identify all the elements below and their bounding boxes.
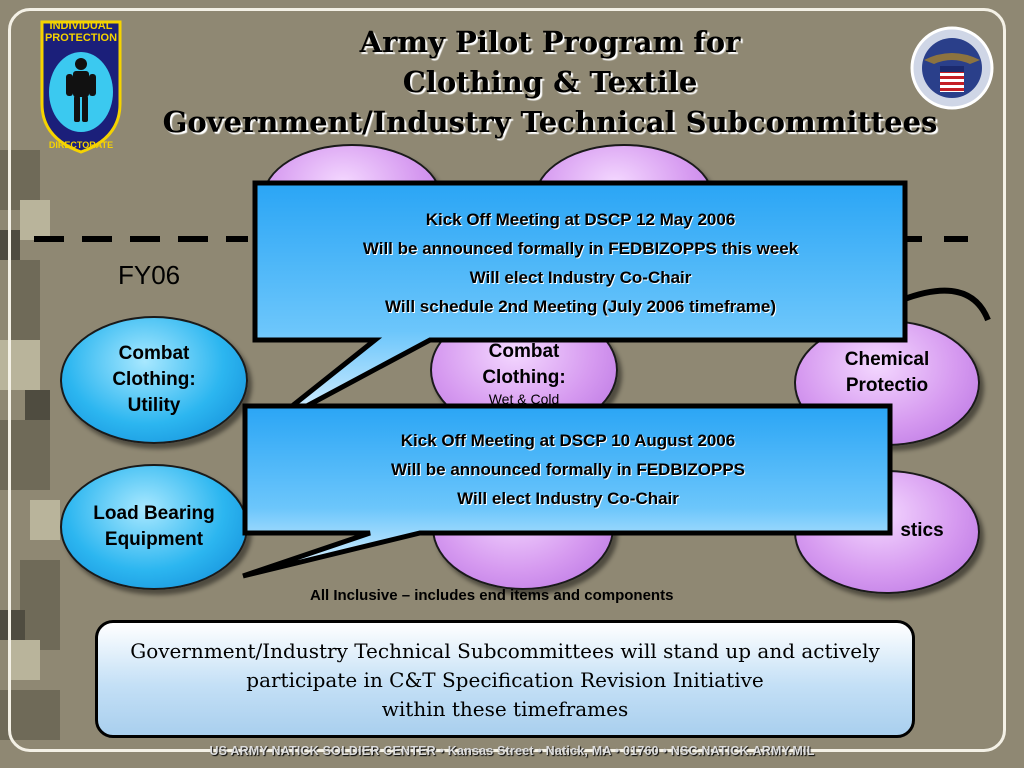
logo-title-text: INDIVIDUAL PROTECTION	[44, 20, 118, 44]
bubble-text: Load Bearing	[93, 503, 215, 524]
bubble-combat-clothing-utility: Combat Clothing: Utility	[60, 316, 248, 444]
timeline-dash	[900, 236, 922, 242]
callout-line: Kick Off Meeting at DSCP 10 August 2006	[400, 431, 736, 450]
callout-line: Will be announced formally in FEDBIZOPPS…	[362, 239, 799, 258]
department-of-defense-eagle-seal-icon	[910, 26, 994, 110]
callout-line: Will be announced formally in FEDBIZOPPS	[390, 460, 746, 479]
bracket-arc	[900, 287, 991, 322]
slide-frame	[8, 8, 1006, 752]
title-line-3: Government/Industry Technical Subcommitt…	[162, 105, 938, 139]
timeline-dash	[34, 236, 64, 242]
bubble-text: Combat	[488, 341, 560, 362]
bubble-text: Chemical	[844, 349, 930, 370]
bubble-load-bearing-equipment: Load Bearing Equipment	[60, 464, 248, 590]
title-line-2: Clothing & Textile	[402, 65, 698, 99]
callout-first-text: Kick Off Meeting at DSCP 12 May 2006 Wil…	[258, 205, 903, 321]
callout-line: Will schedule 2nd Meeting (July 2006 tim…	[385, 297, 776, 316]
summary-line: Government/Industry Technical Subcommitt…	[130, 639, 880, 663]
bubble-text: stics	[900, 520, 944, 541]
timeline-dash	[130, 236, 160, 242]
callout-line: Will elect Industry Co-Chair	[457, 489, 679, 508]
callout-second-shape	[242, 403, 893, 579]
footer-text: US ARMY NATICK SOLDIER CENTER • Kansas S…	[209, 744, 815, 758]
bubble-text: Protectio	[845, 375, 929, 396]
bubble-text: Combat	[118, 343, 190, 364]
timeline-dash	[944, 236, 968, 242]
timeline-dash	[178, 236, 208, 242]
summary-box: Government/Industry Technical Subcommitt…	[95, 620, 915, 738]
title-line-1: Army Pilot Program for	[359, 25, 741, 59]
inclusive-note: All Inclusive – includes end items and c…	[310, 587, 674, 604]
callout-first-shape	[252, 180, 908, 433]
callout-line: Kick Off Meeting at DSCP 12 May 2006	[425, 210, 736, 229]
bubble-text: Utility	[127, 395, 181, 416]
summary-line: participate in C&T Specification Revisio…	[246, 668, 764, 692]
timeline-dash	[82, 236, 112, 242]
callout-line: Will elect Industry Co-Chair	[469, 268, 692, 287]
fiscal-year-label: FY06	[118, 260, 181, 290]
callout-second-text: Kick Off Meeting at DSCP 10 August 2006 …	[248, 426, 888, 513]
slide-title: Army Pilot Program for Clothing & Textil…	[100, 22, 1000, 142]
individual-protection-directorate-logo	[40, 20, 122, 154]
timeline-dash	[226, 236, 248, 242]
summary-line: within these timeframes	[381, 697, 629, 721]
bubble-text: Clothing:	[112, 369, 196, 390]
bubble-subtext: Wet & Cold	[488, 391, 560, 407]
bubble-text: Equipment	[104, 529, 204, 550]
bubble-text: Clothing:	[482, 367, 566, 388]
logo-directorate-text: DIRECTORATE	[48, 140, 114, 150]
